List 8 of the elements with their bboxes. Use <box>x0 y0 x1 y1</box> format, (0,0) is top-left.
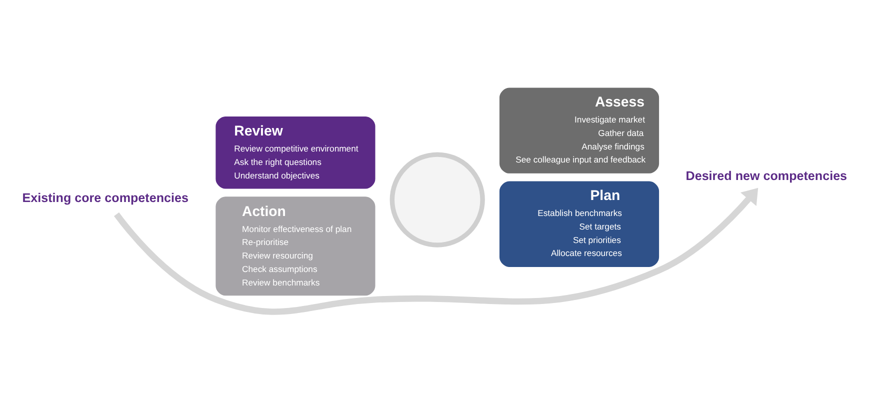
node-circle <box>390 152 485 248</box>
node-box: Plan Establish benchmarks Set targets Set priorities Allocate resources <box>499 181 660 267</box>
node-text: Existing core competencies <box>22 190 188 205</box>
node-text: Desired new competencies <box>686 168 848 183</box>
node-box: Action Monitor effectiveness of plan Re-prioritise Review resourcing Check assumptions Review benchmarks <box>216 196 376 296</box>
node-box: Assess Investigate market Gather data Analyse findings See colleague input and feedback <box>499 88 660 174</box>
arrow <box>114 188 758 315</box>
node-box: Review Review competitive environment Ask the right questions Understand objectives <box>216 116 376 189</box>
